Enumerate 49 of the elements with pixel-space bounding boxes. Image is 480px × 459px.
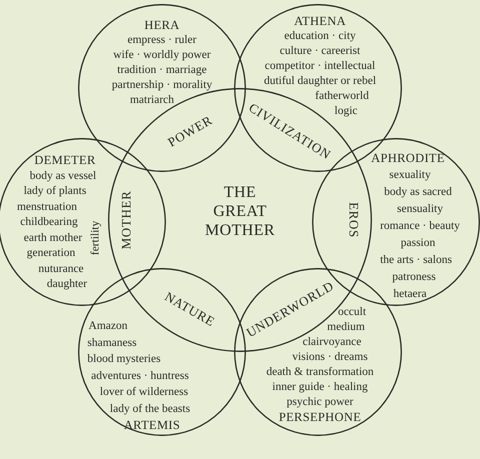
attribute-text: daughter (46, 277, 88, 292)
attribute-text: blood mysteries (87, 352, 161, 367)
attribute-text: logic (334, 104, 358, 119)
goddess-name: ATHENA (294, 14, 346, 29)
attribute-text: the arts · salons (380, 253, 452, 268)
attribute-text: lady of the beasts (110, 402, 190, 416)
attribute-text: sensuality (397, 202, 443, 217)
goddess-name: HERA (144, 18, 180, 33)
attribute-text: dutiful daughter or rebel (264, 74, 376, 89)
goddess-name: ARTEMIS (124, 417, 180, 434)
attribute-text: wife · worldly power (113, 48, 211, 63)
goddess-name: PERSEPHONE (278, 410, 362, 425)
side-note: fertility (90, 220, 102, 256)
attribute-text: partnership · morality (112, 78, 212, 93)
attribute-text: Amazon (88, 319, 128, 334)
attribute-text: visions · dreams (292, 350, 368, 365)
attribute-text: empress · ruler (128, 33, 196, 48)
lens-label: MOTHER (120, 190, 132, 250)
goddess-name: APHRODITE (371, 150, 445, 167)
attribute-text: competitor · intellectual (264, 59, 376, 74)
attribute-text: body as vessel (30, 168, 96, 184)
attribute-text: education · city (284, 29, 356, 44)
attribute-text: passion (400, 236, 436, 251)
attribute-text: lady of plants (24, 184, 86, 199)
attribute-text: patroness (392, 270, 436, 285)
attribute-text: psychic power (286, 395, 354, 410)
attribute-text: lover of wilderness (100, 385, 188, 400)
attribute-text: adventures · huntress (91, 368, 189, 384)
attribute-text: childbearing (20, 215, 78, 230)
attribute-text: earth mother (24, 230, 82, 246)
attribute-text: death & transformation (266, 365, 374, 380)
attribute-text: shamaness (87, 336, 137, 350)
attribute-text: inner guide · healing (272, 380, 368, 395)
attribute-text: body as sacred (384, 185, 452, 200)
attribute-text: fatherworld (315, 89, 369, 104)
attribute-text: matriarch (130, 93, 174, 108)
attribute-text: generation (26, 246, 76, 261)
goddess-name: DEMETER (34, 153, 96, 168)
attribute-text: nuturance (38, 262, 84, 276)
attribute-text: sexuality (389, 168, 431, 183)
attribute-text: occult (338, 305, 366, 320)
lens-label: EROS (348, 202, 360, 238)
attribute-text: tradition · marriage (117, 63, 207, 78)
center-title: THE GREAT MOTHER (204, 183, 276, 240)
attribute-text: romance · beauty (380, 219, 460, 234)
attribute-text: menstruation (16, 200, 78, 214)
attribute-text: culture · careerist (280, 44, 360, 59)
attribute-text: clairvoyance (302, 336, 362, 350)
attribute-text: hetaera (393, 287, 427, 302)
